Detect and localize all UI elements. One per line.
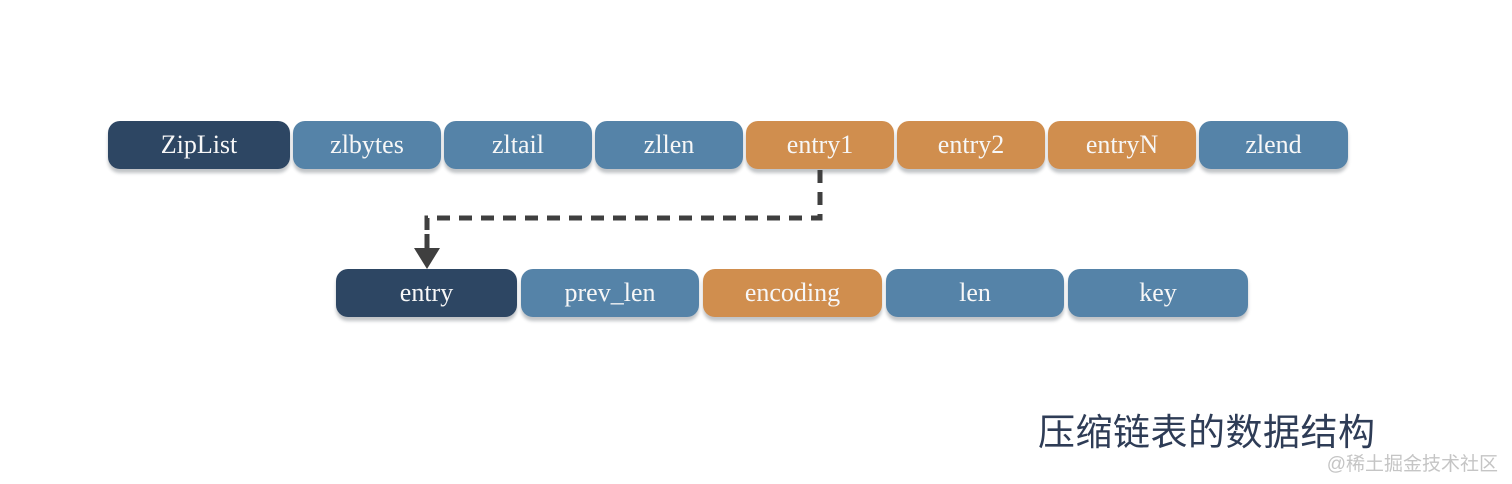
diagram-title: 压缩链表的数据结构: [1038, 412, 1376, 453]
box-zltail: zltail: [444, 121, 592, 169]
box-prev_len: prev_len: [521, 269, 699, 317]
box-entry1: entry1: [746, 121, 894, 169]
box-len: len: [886, 269, 1064, 317]
watermark-text: @稀土掘金技术社区: [1326, 454, 1498, 475]
box-ZipList: ZipList: [108, 121, 290, 169]
box-entryN: entryN: [1048, 121, 1196, 169]
box-key: key: [1068, 269, 1248, 317]
box-encoding: encoding: [703, 269, 882, 317]
box-zlend: zlend: [1199, 121, 1348, 169]
box-zlbytes: zlbytes: [293, 121, 441, 169]
box-entry: entry: [336, 269, 517, 317]
box-entry2: entry2: [897, 121, 1045, 169]
box-zllen: zllen: [595, 121, 743, 169]
